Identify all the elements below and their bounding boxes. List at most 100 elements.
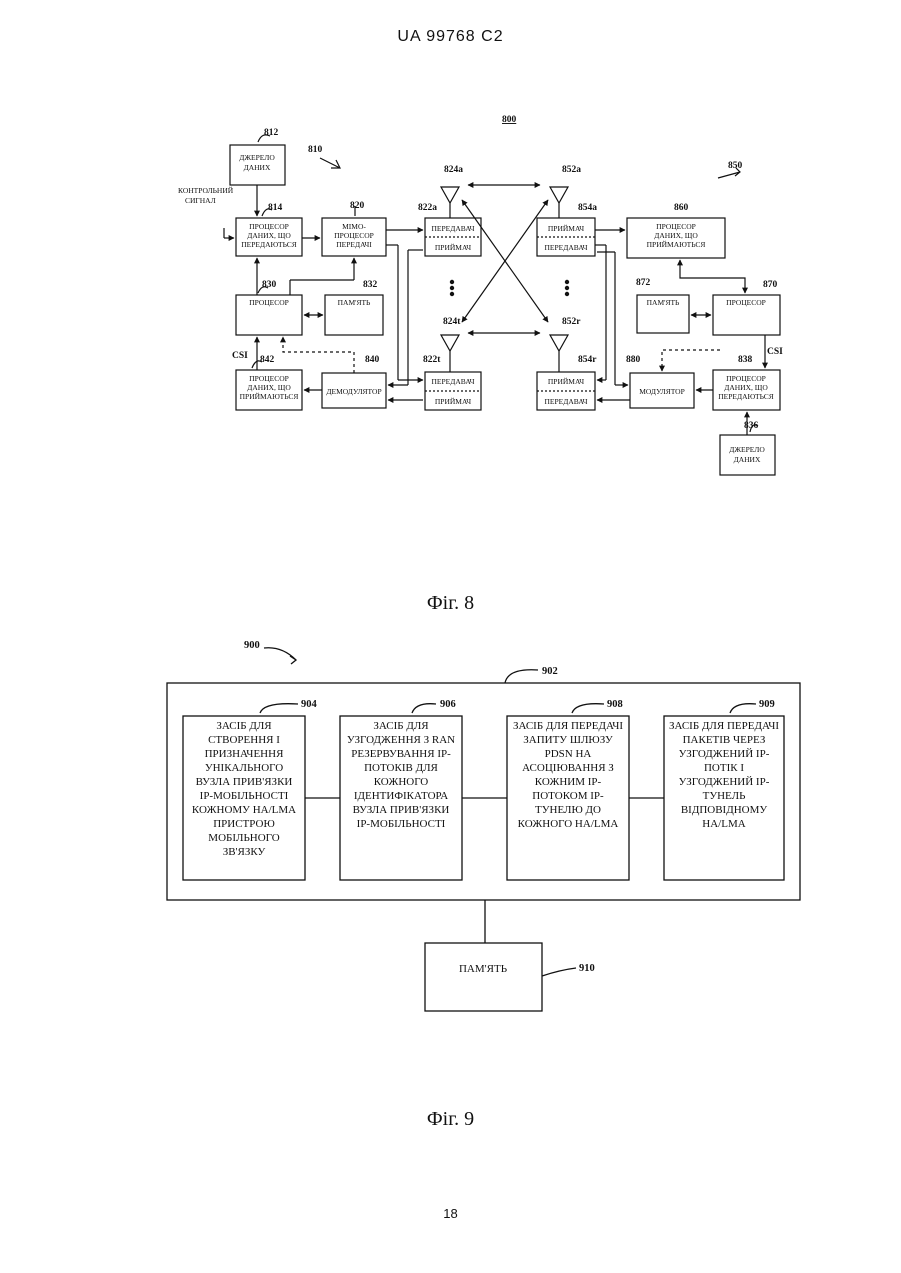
ref-880: 880 <box>626 355 641 365</box>
b870-line1: ПРОЦЕСОР <box>726 298 766 307</box>
ref-906: 906 <box>440 699 456 710</box>
ref-820: 820 <box>350 201 365 211</box>
svg-text:ПРИЗНАЧЕННЯ: ПРИЗНАЧЕННЯ <box>205 748 284 760</box>
b854a-top: ПРИЙМАЧ <box>548 224 584 233</box>
ref-854a: 854a <box>578 203 597 213</box>
ref-838: 838 <box>738 355 753 365</box>
ref-902: 902 <box>542 666 558 677</box>
b812-line1: ДЖЕРЕЛО <box>239 153 275 162</box>
box-904-text: ЗАСІБ ДЛЯ СТВОРЕННЯ І ПРИЗНАЧЕННЯ УНІКАЛ… <box>192 720 296 858</box>
svg-text:МОБІЛЬНОГО: МОБІЛЬНОГО <box>208 832 279 844</box>
svg-text:PDSN НА: PDSN НА <box>545 748 592 760</box>
b830-line1: ПРОЦЕСОР <box>249 298 289 307</box>
memory-box-910 <box>425 943 542 1011</box>
svg-text:ЗВ'ЯЗКУ: ЗВ'ЯЗКУ <box>223 846 266 858</box>
b822a-bottom: ПРИЙМАЧ <box>435 243 471 252</box>
svg-text:ЗАСІБ ДЛЯ ПЕРЕДАЧІ: ЗАСІБ ДЛЯ ПЕРЕДАЧІ <box>669 720 779 732</box>
svg-text:ПРИСТРОЮ: ПРИСТРОЮ <box>213 818 275 830</box>
svg-text:РЕЗЕРВУВАННЯ IP-: РЕЗЕРВУВАННЯ IP- <box>351 748 451 760</box>
b814-line1: ПРОЦЕСОР <box>249 222 289 231</box>
ref-872: 872 <box>636 278 651 288</box>
ellipsis-dots <box>450 280 569 296</box>
memory-label: ПАМ'ЯТЬ <box>459 963 507 975</box>
ref-908: 908 <box>607 699 623 710</box>
ref-909: 909 <box>759 699 775 710</box>
svg-text:ТУНЕЛЬ: ТУНЕЛЬ <box>703 790 746 802</box>
ref-800: 800 <box>502 115 517 125</box>
svg-text:ІДЕНТИФІКАТОРА: ІДЕНТИФІКАТОРА <box>354 790 448 802</box>
b838-line3: ПЕРЕДАЮТЬСЯ <box>718 392 774 401</box>
box-906-text: ЗАСІБ ДЛЯ УЗГОДЖЕННЯ З RAN РЕЗЕРВУВАННЯ … <box>347 720 455 830</box>
ref-812: 812 <box>264 128 279 138</box>
figure-9-caption: Фіг. 9 <box>0 1108 901 1131</box>
b840-line1: ДЕМОДУЛЯТОР <box>326 387 381 396</box>
b836-line2: ДАНИХ <box>734 455 761 464</box>
ref-860: 860 <box>674 203 689 213</box>
ref-840: 840 <box>365 355 380 365</box>
ref-830: 830 <box>262 280 277 290</box>
svg-text:УЗГОДЖЕННЯ З RAN: УЗГОДЖЕННЯ З RAN <box>347 734 455 746</box>
control-signal-1: КОНТРОЛЬНИЙ <box>178 186 234 195</box>
ref-822t: 822t <box>423 355 441 365</box>
ref-854r: 854r <box>578 355 597 365</box>
b860-line3: ПРИЙМАЮТЬСЯ <box>647 240 706 249</box>
csi-right: CSI <box>767 347 783 357</box>
b842-line1: ПРОЦЕСОР <box>249 374 289 383</box>
ref-900: 900 <box>244 640 260 651</box>
b814-line3: ПЕРЕДАЮТЬСЯ <box>241 240 297 249</box>
control-signal-2: СИГНАЛ <box>185 196 216 205</box>
b820-line1: МІМО- <box>342 222 366 231</box>
b822t-top: ПЕРЕДАВАЧ <box>432 377 475 386</box>
ref-822a: 822a <box>418 203 437 213</box>
ref-836: 836 <box>744 421 759 431</box>
svg-text:АСОЦІЮВАННЯ З: АСОЦІЮВАННЯ З <box>522 762 614 774</box>
svg-text:ЗАСІБ ДЛЯ: ЗАСІБ ДЛЯ <box>216 720 272 732</box>
b854r-top: ПРИЙМАЧ <box>548 377 584 386</box>
box-908-text: ЗАСІБ ДЛЯ ПЕРЕДАЧІ ЗАПИТУ ШЛЮЗУ PDSN НА … <box>513 720 623 830</box>
b814-line2: ДАНИХ, ЩО <box>247 231 291 240</box>
ref-910: 910 <box>579 963 595 974</box>
ref-824a: 824a <box>444 165 463 175</box>
figure-8-diagram <box>224 135 780 475</box>
svg-text:ВУЗЛА ПРИВ'ЯЗКИ: ВУЗЛА ПРИВ'ЯЗКИ <box>353 804 450 816</box>
b838-line1: ПРОЦЕСОР <box>726 374 766 383</box>
b872-line1: ПАМ'ЯТЬ <box>647 298 680 307</box>
svg-text:ЗАСІБ ДЛЯ ПЕРЕДАЧІ: ЗАСІБ ДЛЯ ПЕРЕДАЧІ <box>513 720 623 732</box>
svg-text:КОЖНОГО: КОЖНОГО <box>374 776 429 788</box>
b854r-bottom: ПЕРЕДАВАЧ <box>545 397 588 406</box>
b812-line2: ДАНИХ <box>244 163 271 172</box>
ref-832: 832 <box>363 280 378 290</box>
ref-870: 870 <box>763 280 778 290</box>
svg-text:ВУЗЛА ПРИВ'ЯЗКИ: ВУЗЛА ПРИВ'ЯЗКИ <box>196 776 293 788</box>
svg-text:ПАКЕТІВ ЧЕРЕЗ: ПАКЕТІВ ЧЕРЕЗ <box>683 734 766 746</box>
svg-text:ЗАСІБ ДЛЯ: ЗАСІБ ДЛЯ <box>373 720 429 732</box>
b860-line2: ДАНИХ, ЩО <box>654 231 698 240</box>
svg-text:УНІКАЛЬНОГО: УНІКАЛЬНОГО <box>205 762 283 774</box>
page-number: 18 <box>0 1206 901 1221</box>
svg-text:УЗГОДЖЕНИЙ IP-: УЗГОДЖЕНИЙ IP- <box>679 748 770 760</box>
svg-text:ТУНЕЛЮ ДО: ТУНЕЛЮ ДО <box>535 804 601 816</box>
svg-text:НА/LMA: НА/LMA <box>702 818 745 830</box>
b822a-top: ПЕРЕДАВАЧ <box>432 224 475 233</box>
csi-left: CSI <box>232 351 248 361</box>
svg-text:КОЖНОМУ НА/LMA: КОЖНОМУ НА/LMA <box>192 804 296 816</box>
box-909-text: ЗАСІБ ДЛЯ ПЕРЕДАЧІ ПАКЕТІВ ЧЕРЕЗ УЗГОДЖЕ… <box>669 720 779 830</box>
b842-line2: ДАНИХ, ЩО <box>247 383 291 392</box>
svg-text:IP-МОБІЛЬНОСТІ: IP-МОБІЛЬНОСТІ <box>200 790 289 802</box>
svg-text:ВІДПОВІДНОМУ: ВІДПОВІДНОМУ <box>681 804 768 816</box>
b820-line3: ПЕРЕДАЧІ <box>336 240 372 249</box>
b836-line1: ДЖЕРЕЛО <box>729 445 765 454</box>
ref-850: 850 <box>728 161 743 171</box>
figure-8-caption: Фіг. 8 <box>0 592 901 615</box>
svg-text:СТВОРЕННЯ І: СТВОРЕННЯ І <box>208 734 280 746</box>
antenna-852r <box>550 335 568 351</box>
ref-852r: 852r <box>562 317 581 327</box>
b832-line1: ПАМ'ЯТЬ <box>338 298 371 307</box>
b860-line1: ПРОЦЕСОР <box>656 222 696 231</box>
svg-text:IP-МОБІЛЬНОСТІ: IP-МОБІЛЬНОСТІ <box>357 818 446 830</box>
ref-810: 810 <box>308 145 323 155</box>
svg-text:ПОТОКОМ IP-: ПОТОКОМ IP- <box>532 790 604 802</box>
svg-text:ПОТОКІВ ДЛЯ: ПОТОКІВ ДЛЯ <box>364 762 438 774</box>
b822t-bottom: ПРИЙМАЧ <box>435 397 471 406</box>
